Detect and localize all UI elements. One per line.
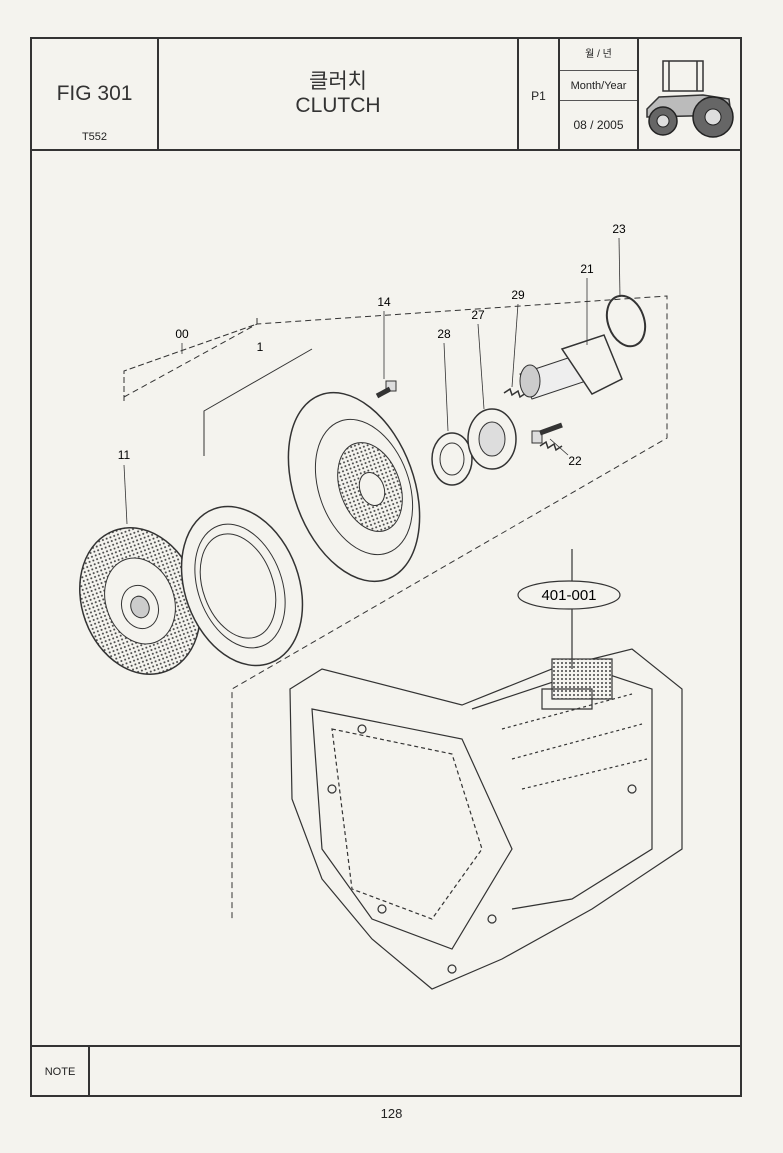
release-bearing-27: [467, 408, 517, 470]
note-label: NOTE: [32, 1047, 90, 1097]
callout-23: 23: [612, 222, 626, 236]
bolt-14: [375, 380, 397, 399]
callout-22: 22: [568, 454, 582, 468]
model-code: T552: [81, 131, 108, 143]
note-row: NOTE: [32, 1045, 740, 1097]
callout-29: 29: [511, 288, 525, 302]
callout-11: 11: [118, 448, 131, 462]
header-block: FIG 301 T552 클러치 CLUTCH P1 월 / 년 Month/Y…: [32, 39, 740, 151]
sheet-page: P1: [531, 89, 546, 103]
callout-21: 21: [580, 262, 594, 276]
thumbnail-cell: [639, 39, 740, 149]
o-ring-23: [605, 294, 647, 348]
callout-14: 14: [377, 295, 391, 309]
page-number: 128: [380, 1106, 403, 1121]
clutch-cover: [287, 391, 421, 583]
reference-oval: [517, 580, 621, 610]
page-cell: P1: [519, 39, 560, 149]
bearing-28: [431, 432, 473, 486]
title-cell: 클러치 CLUTCH: [159, 39, 519, 149]
exploded-view-drawing: 00 1 11 14 28 27 29 21 23 22: [32, 149, 740, 1045]
spring-29: [503, 387, 527, 399]
figure-cell: FIG 301 T552: [32, 39, 159, 149]
guide-sleeve-21: [519, 334, 623, 400]
reference-label: 401-001: [541, 587, 596, 604]
title-korean: 클러치: [309, 70, 367, 93]
group-bracket: [123, 317, 258, 401]
tractor-icon: [646, 60, 734, 138]
date-label: Month/Year: [560, 71, 637, 101]
group-bracket-1: [203, 348, 313, 456]
callout-28: 28: [437, 327, 451, 341]
parts-sheet: FIG 301 T552 클러치 CLUTCH P1 월 / 년 Month/Y…: [30, 37, 742, 1097]
date-label-korean: 월 / 년: [560, 39, 637, 71]
bolt-22: [531, 422, 563, 444]
callout-1: 1: [257, 340, 264, 354]
pressure-ring: [180, 505, 304, 667]
callout-27: 27: [471, 308, 485, 322]
transmission-housing: [289, 549, 683, 990]
date-cell: 월 / 년 Month/Year 08 / 2005: [560, 39, 639, 149]
callout-00: 00: [175, 327, 189, 341]
clutch-disc: [79, 527, 201, 675]
assembly-boundary-line: [123, 295, 668, 919]
spring-29b: [539, 440, 563, 452]
leader-lines: [123, 237, 621, 525]
date-value: 08 / 2005: [573, 118, 624, 132]
title-english: CLUTCH: [295, 94, 381, 117]
figure-number: FIG 301: [56, 82, 133, 105]
